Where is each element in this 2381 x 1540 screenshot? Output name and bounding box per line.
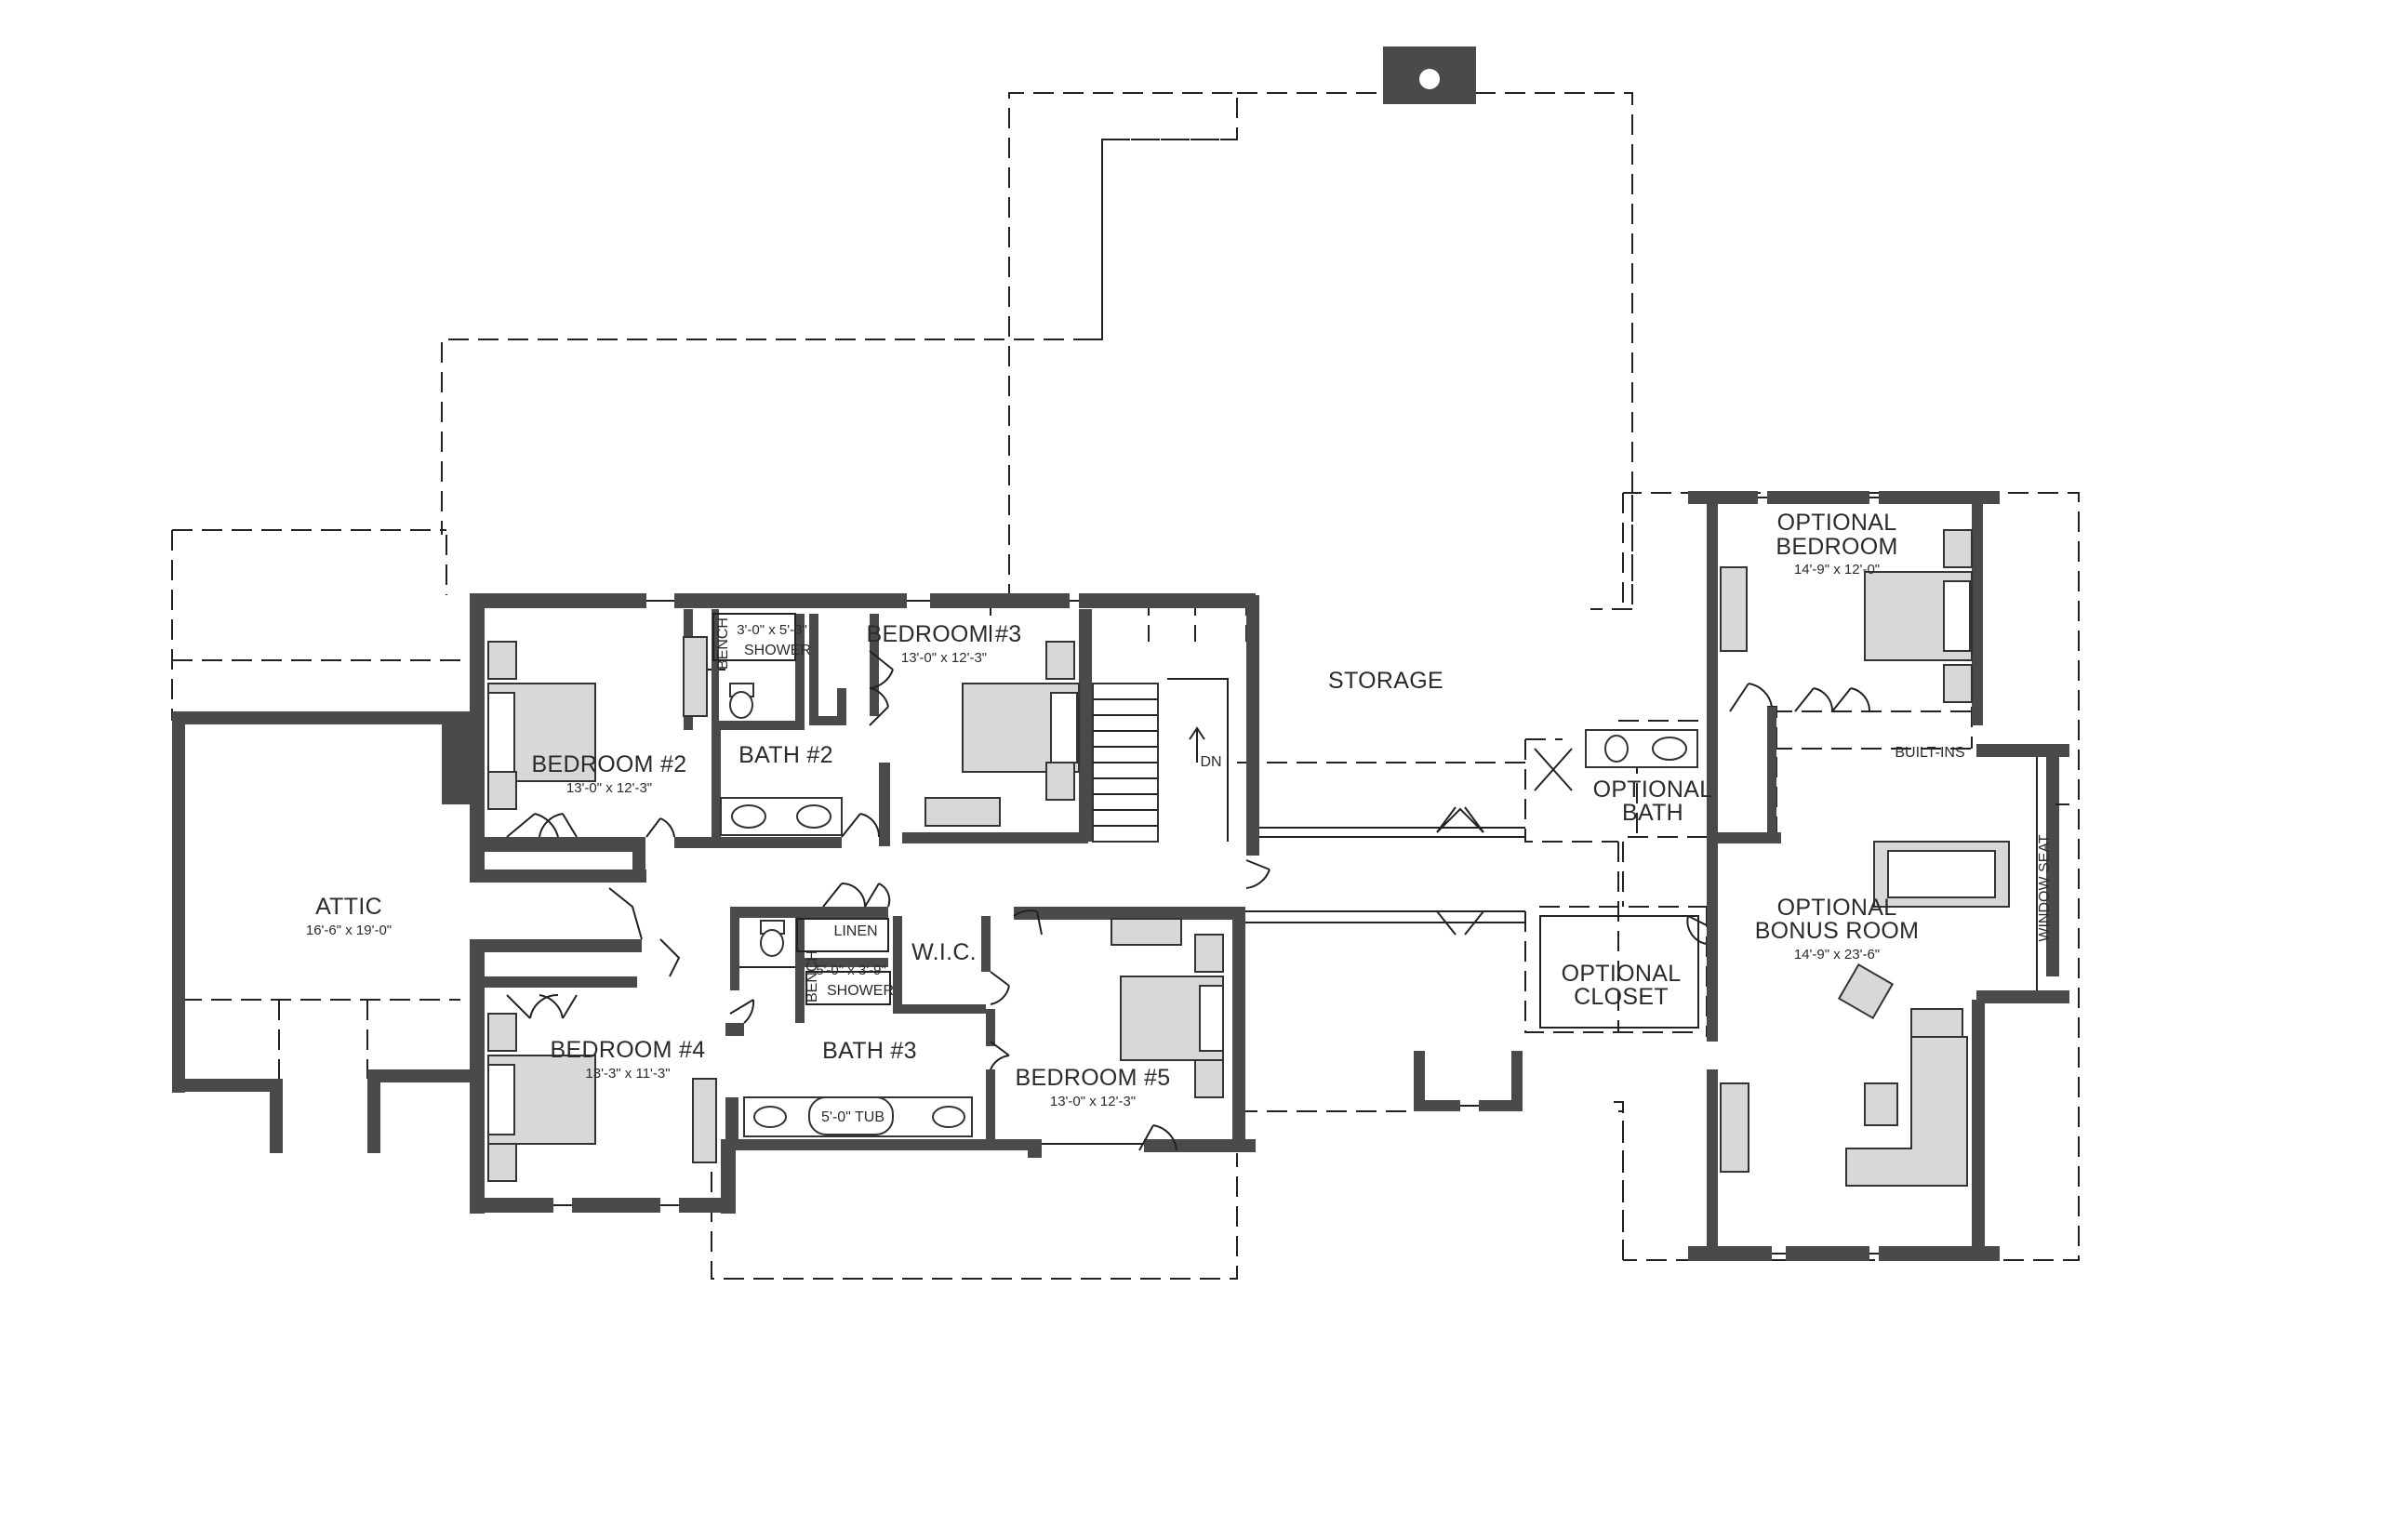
optional-bedroom-size: 14'-9" x 12'-0" bbox=[1794, 562, 1880, 578]
bedroom-2-size: 13'-0" x 12'-3" bbox=[566, 780, 652, 796]
bedroom-5-size: 13'-0" x 12'-3" bbox=[1050, 1094, 1136, 1109]
storage-label: STORAGE bbox=[1328, 668, 1443, 694]
bath-fixtures bbox=[720, 683, 1698, 1137]
tub-label: 5'-0" TUB bbox=[821, 1109, 885, 1125]
linen-label: LINEN bbox=[833, 923, 877, 939]
chimney bbox=[1383, 46, 1476, 104]
furniture bbox=[487, 529, 2010, 1187]
optional-closet-label-1: OPTIONAL bbox=[1562, 961, 1682, 987]
bedroom-5-name: BEDROOM #5 bbox=[1016, 1065, 1171, 1091]
shower-bottom-size: 5'-0" x 3'-9" bbox=[816, 962, 886, 978]
attic-size: 16'-6" x 19'-0" bbox=[306, 923, 392, 938]
bench-bottom-label: BENCH bbox=[805, 950, 820, 1002]
optional-bonus-room-name-1: OPTIONAL bbox=[1777, 895, 1897, 921]
chimney-flue-icon bbox=[1419, 69, 1440, 89]
shower-bottom-label: SHOWER bbox=[827, 983, 894, 999]
walls bbox=[172, 491, 2069, 1261]
bedroom-4-size: 13'-3" x 11'-3" bbox=[585, 1066, 670, 1082]
optional-bonus-room-name-2: BONUS ROOM bbox=[1755, 918, 1920, 944]
bath-3-label: BATH #3 bbox=[822, 1038, 917, 1064]
optional-closet-label-2: CLOSET bbox=[1574, 984, 1669, 1010]
bedroom-3-name: BEDROOM #3 bbox=[867, 621, 1022, 647]
shower-top-label: SHOWER bbox=[744, 643, 811, 658]
optional-bath-label-1: OPTIONAL bbox=[1593, 777, 1713, 803]
optional-bonus-room-size: 14'-9" x 23'-6" bbox=[1794, 947, 1880, 962]
bedroom-3-size: 13'-0" x 12'-3" bbox=[901, 650, 987, 666]
optional-bedroom-name-2: BEDROOM bbox=[1776, 534, 1897, 560]
bedroom-2-name: BEDROOM #2 bbox=[532, 751, 687, 777]
built-ins-label: BUILT-INS bbox=[1895, 745, 1964, 761]
closet-lines bbox=[712, 613, 1699, 1029]
optional-bath-label-2: BATH bbox=[1622, 800, 1683, 826]
doors bbox=[506, 650, 1871, 1151]
bench-top-label: BENCH bbox=[715, 617, 731, 670]
stairs bbox=[1092, 678, 1229, 843]
window-seat-label: WINDOW SEAT bbox=[2037, 834, 2053, 941]
shower-top-size: 3'-0" x 5'-3" bbox=[737, 622, 807, 638]
stair-down-label: DN bbox=[1200, 754, 1221, 770]
attic-name: ATTIC bbox=[315, 894, 382, 920]
optional-bedroom-name-1: OPTIONAL bbox=[1777, 510, 1897, 536]
room-labels: BEDROOM #2 13'-0" x 12'-3" BEDROOM #3 13… bbox=[306, 510, 2053, 1125]
bath-2-label: BATH #2 bbox=[738, 742, 833, 768]
bedroom-4-name: BEDROOM #4 bbox=[551, 1037, 706, 1063]
wic-label: W.I.C. bbox=[911, 939, 977, 965]
